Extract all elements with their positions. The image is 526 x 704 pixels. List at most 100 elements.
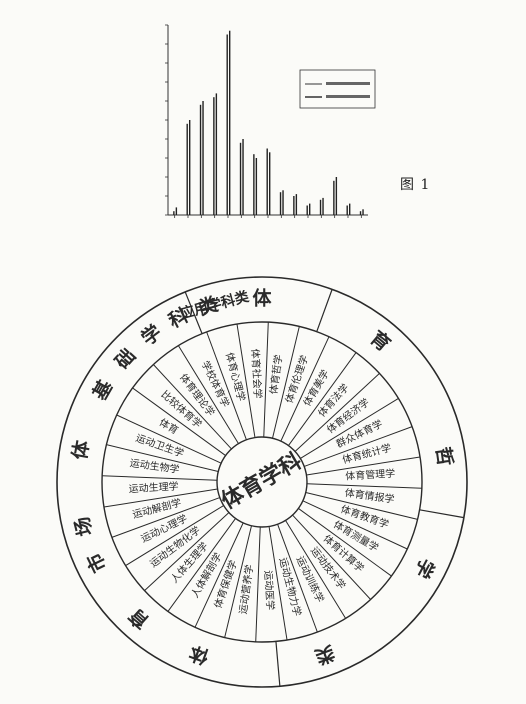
spoke-label: 运动卫生学 bbox=[134, 431, 185, 460]
spoke-line bbox=[111, 497, 220, 538]
bar bbox=[242, 139, 244, 215]
spoke-line bbox=[292, 514, 371, 600]
spoke-line bbox=[294, 373, 380, 452]
spoke-line bbox=[144, 512, 230, 591]
spoke-line bbox=[236, 323, 256, 438]
bar-chart bbox=[165, 24, 376, 218]
spoke-label: 运动营养学 bbox=[236, 564, 256, 615]
spoke-label: 体育情报学 bbox=[344, 486, 395, 506]
ring-label: 育 bbox=[366, 326, 395, 356]
spoke-line bbox=[272, 326, 300, 439]
bar bbox=[362, 209, 364, 215]
bar bbox=[175, 207, 178, 215]
wheel-rings bbox=[56, 276, 468, 688]
bar bbox=[309, 203, 311, 215]
spoke-label: 体育社会学 bbox=[249, 348, 265, 399]
sector-divider bbox=[419, 509, 464, 519]
legend-box bbox=[299, 69, 376, 109]
spoke-line bbox=[106, 444, 219, 472]
bar bbox=[213, 97, 215, 215]
bar bbox=[319, 199, 322, 215]
ring-label: 场 bbox=[71, 515, 97, 539]
spoke-line bbox=[255, 526, 261, 642]
spoke-label: 运动生理学 bbox=[128, 479, 179, 495]
bar bbox=[186, 123, 188, 215]
bar bbox=[266, 148, 268, 215]
wheel-center-text: 体育学科 bbox=[217, 448, 306, 515]
bar bbox=[173, 211, 175, 215]
spoke-line bbox=[300, 397, 399, 459]
spoke-line bbox=[305, 492, 418, 520]
spoke-line bbox=[306, 483, 422, 489]
ring-label: 类 bbox=[312, 641, 338, 669]
spoke-line bbox=[263, 322, 269, 438]
spoke-line bbox=[206, 331, 247, 440]
outer-ring bbox=[56, 276, 468, 688]
ring-label: 哲 bbox=[431, 445, 456, 467]
ring-label: 础 bbox=[111, 345, 140, 374]
bar bbox=[226, 34, 228, 215]
ring-label: 应用学科类 bbox=[179, 288, 252, 323]
chart-axes bbox=[165, 24, 368, 218]
spoke-line bbox=[306, 456, 421, 476]
ring-label: 体 bbox=[252, 287, 272, 310]
bar bbox=[215, 93, 218, 215]
bar bbox=[239, 142, 242, 215]
legend-label-1 bbox=[326, 82, 370, 85]
spoke-line bbox=[302, 500, 408, 550]
spoke-label: 运动医学 bbox=[262, 570, 277, 611]
spoke-label: 体育 bbox=[157, 416, 181, 437]
bar bbox=[349, 203, 351, 215]
spoke-line bbox=[304, 426, 413, 467]
bar bbox=[229, 30, 231, 216]
bar bbox=[279, 192, 282, 215]
bar bbox=[306, 205, 308, 215]
ring-label: 学 bbox=[410, 555, 439, 583]
spoke-label: 体育哲学 bbox=[267, 354, 285, 395]
sector-divider bbox=[275, 641, 281, 687]
bar bbox=[322, 197, 324, 215]
bar bbox=[269, 152, 271, 215]
spoke-line bbox=[153, 364, 232, 450]
ring-label: 学 bbox=[137, 320, 166, 350]
spoke-line bbox=[277, 524, 318, 633]
inner-ring bbox=[101, 321, 423, 643]
bar bbox=[255, 158, 258, 215]
bar bbox=[333, 180, 335, 215]
bar bbox=[189, 120, 191, 215]
chart-legend bbox=[299, 69, 376, 109]
spoke-label: 体育管理学 bbox=[345, 467, 396, 483]
spoke-line bbox=[103, 488, 218, 508]
bar bbox=[295, 194, 298, 215]
bar bbox=[335, 177, 338, 215]
figure-label: 图 1 bbox=[400, 177, 431, 193]
center-ring bbox=[216, 436, 308, 528]
spoke-line bbox=[132, 387, 226, 456]
spoke-line bbox=[288, 352, 357, 446]
spoke-line bbox=[167, 518, 236, 612]
discipline-wheel: 比较体育学体育理论学学校体育学体育心理学体育社会学体育哲学体育伦理学体育美学体育… bbox=[56, 276, 468, 688]
spoke-label: 运动生物学 bbox=[129, 456, 180, 476]
bar bbox=[202, 101, 204, 215]
spoke-line bbox=[102, 475, 218, 481]
spoke-line bbox=[125, 505, 224, 567]
ring-label: 育 bbox=[124, 604, 154, 634]
spoke-line bbox=[194, 522, 244, 628]
spoke-line bbox=[280, 336, 330, 442]
bar bbox=[346, 205, 348, 215]
sector-divider bbox=[316, 289, 333, 332]
chart-bars bbox=[173, 30, 364, 216]
ring-label: 体 bbox=[185, 641, 212, 669]
wheel-spokes bbox=[102, 322, 422, 642]
bar bbox=[199, 104, 202, 215]
bar bbox=[359, 211, 362, 215]
ring-label: 基 bbox=[87, 375, 117, 405]
bar bbox=[282, 190, 284, 215]
sector-divider bbox=[184, 291, 203, 334]
spoke-line bbox=[285, 520, 347, 619]
spoke-line bbox=[224, 525, 252, 638]
bar bbox=[293, 196, 295, 215]
spoke-line bbox=[268, 526, 288, 641]
spoke-line bbox=[177, 345, 239, 444]
spoke-line bbox=[116, 414, 222, 464]
